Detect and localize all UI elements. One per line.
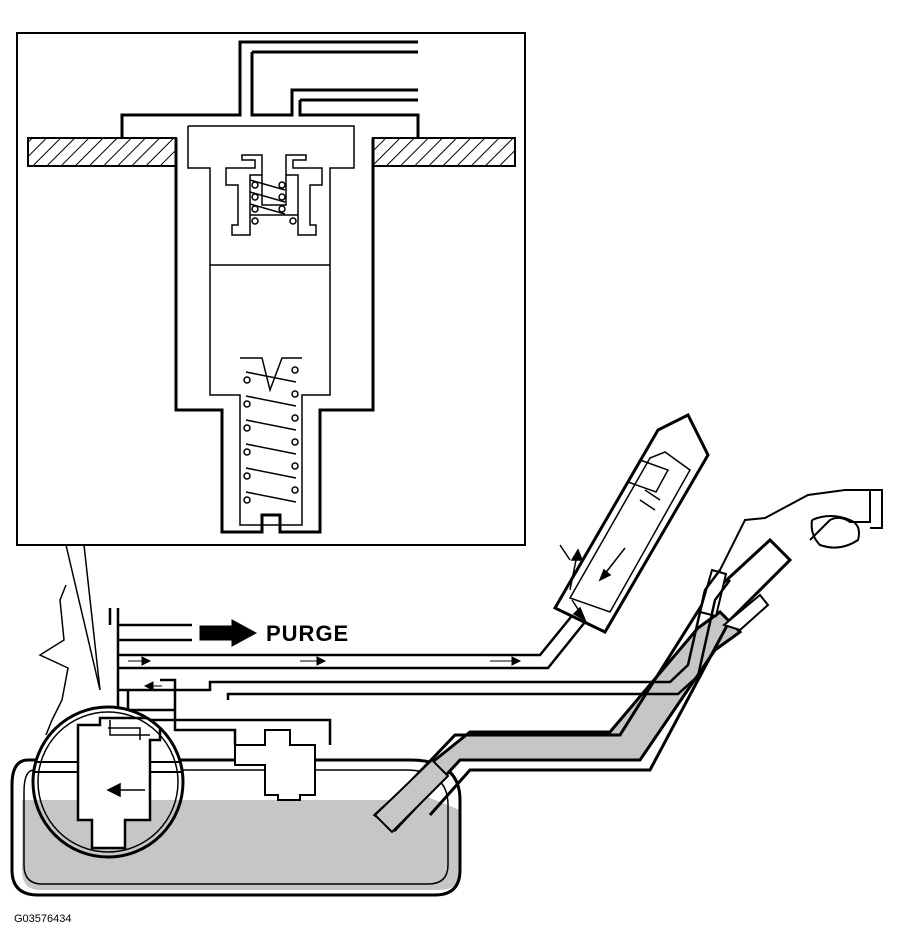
- breakaway-edge: [38, 584, 69, 736]
- filler-cap: [810, 489, 883, 549]
- magnifier-ring-inner: [37, 711, 179, 853]
- valve-lower-chamber: [209, 265, 331, 526]
- figure-id-label: G03576434: [14, 913, 72, 925]
- vent-line-to-canister: [118, 611, 586, 670]
- valve-body-outline: [174, 138, 375, 534]
- tank-outer-shell: [10, 758, 462, 897]
- filler-head: [704, 489, 871, 601]
- inset-callout-pointer: [65, 544, 101, 691]
- purge-line-upper: [118, 623, 192, 642]
- magnifier-valve-inner: [108, 720, 150, 740]
- valve-top-fitting: [120, 40, 420, 138]
- rollover-valve: [234, 729, 316, 801]
- flow-arrows: [128, 547, 626, 691]
- inset-frame: [16, 32, 526, 546]
- flow-arrow-5: [569, 548, 584, 591]
- tank-inlet: [373, 758, 450, 834]
- flow-arrow-6: [571, 599, 587, 622]
- purge-label: PURGE: [266, 621, 349, 646]
- vent-line-long: [118, 569, 731, 700]
- valve-detail-inset: [16, 32, 526, 691]
- filler-flap-b: [721, 593, 770, 632]
- flow-arrow-2: [300, 656, 327, 666]
- filler-pipe-fuel: [372, 610, 743, 833]
- tank-wall-right: [372, 137, 516, 167]
- upper-poppet-valve: [225, 154, 323, 236]
- tank-wall-left: [27, 137, 177, 167]
- filler-pipe-outer: [410, 537, 793, 816]
- magnifier-arrow: [106, 782, 145, 798]
- magnifier-valve: [76, 716, 162, 850]
- canister-body: [552, 412, 710, 634]
- charcoal-canister: [552, 412, 710, 634]
- purge-arrow: [199, 619, 258, 647]
- flow-arrow-7: [143, 681, 162, 691]
- magnifier-ring-outer: [31, 705, 185, 859]
- flow-arrow-3: [490, 656, 522, 666]
- flow-arrow-4: [598, 547, 626, 582]
- filler-neck: [372, 489, 883, 834]
- lower-spring: [240, 357, 302, 504]
- vent-lines: [108, 569, 731, 745]
- valve-assembly-stack: [108, 608, 332, 745]
- upper-spring: [249, 179, 297, 225]
- flow-arrow-1: [128, 656, 152, 666]
- canister-inner: [568, 451, 691, 613]
- magnifier-circle: [31, 705, 185, 859]
